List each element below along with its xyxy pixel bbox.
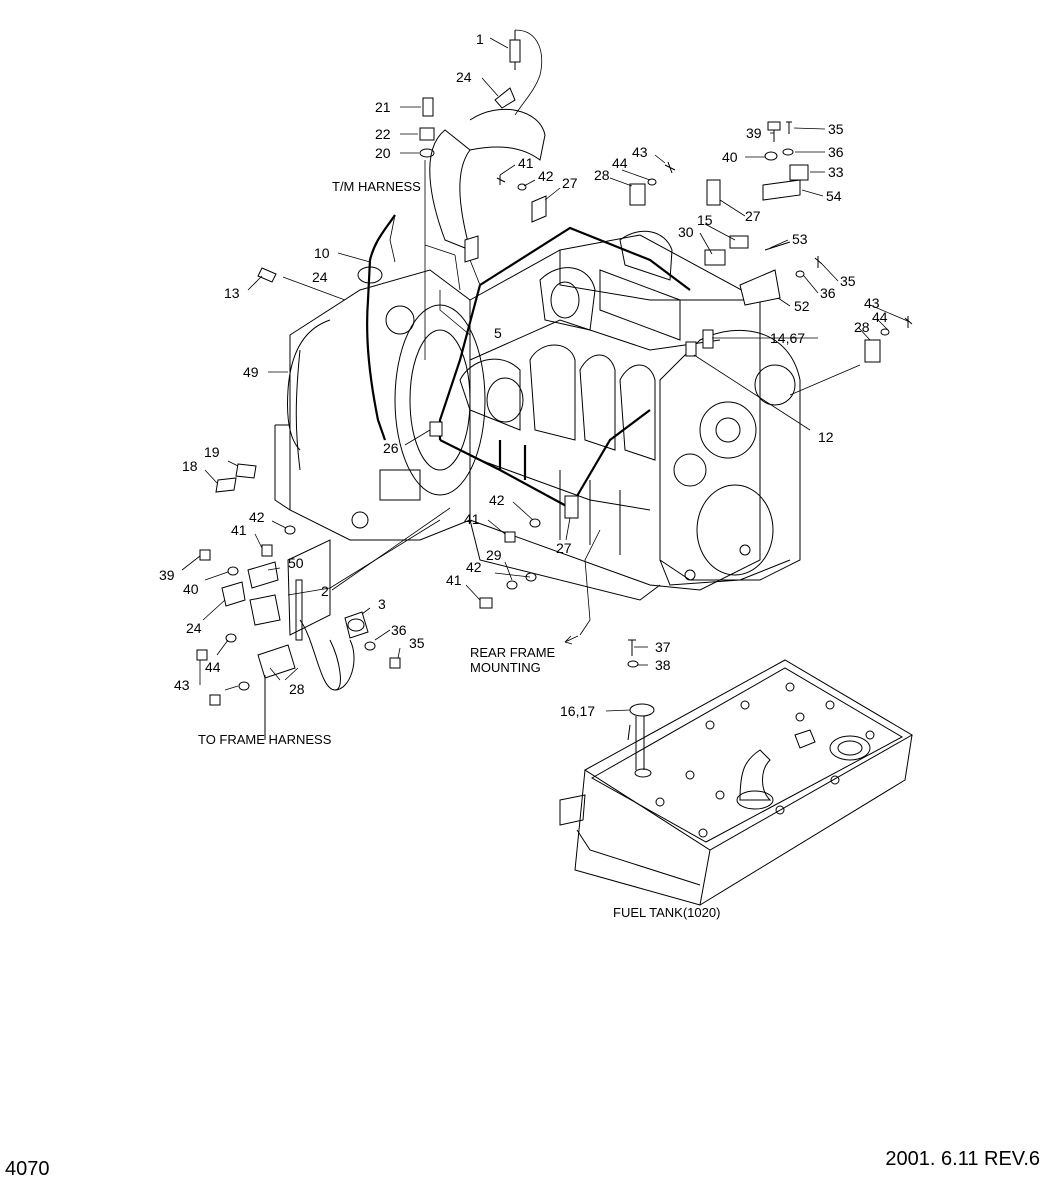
callout-label: 43	[174, 677, 190, 693]
wiring-harness	[366, 29, 691, 509]
callout-label: 28	[854, 319, 870, 335]
callout-label: 28	[594, 167, 610, 183]
callout-label: 41	[464, 511, 480, 527]
callout-label: 42	[538, 168, 554, 184]
callout-label: 49	[243, 364, 259, 380]
callout-label: 44	[612, 155, 628, 171]
leader-lines	[181, 37, 911, 712]
callout-label: 44	[205, 659, 221, 675]
callout-label: 40	[722, 149, 738, 165]
callout-label: 27	[556, 540, 572, 556]
callout-label: 19	[204, 444, 220, 460]
callout-label: 30	[678, 224, 694, 240]
callout-label: 29	[486, 547, 502, 563]
tm-harness-note: T/M HARNESS	[332, 179, 421, 194]
small-parts	[196, 30, 913, 770]
callout-label: 43	[864, 295, 880, 311]
callout-label: 42	[466, 559, 482, 575]
callout-label: 52	[794, 298, 810, 314]
callout-label: 35	[840, 273, 856, 289]
callout-label: 3	[378, 596, 386, 612]
callout-label: 12	[818, 429, 834, 445]
callout-label: 54	[826, 188, 842, 204]
callout-label: 13	[224, 285, 240, 301]
callout-label: 36	[828, 144, 844, 160]
callout-label: 27	[562, 175, 578, 191]
callout-label: 41	[446, 572, 462, 588]
callout-label: 22	[375, 126, 391, 142]
callout-label: 5	[494, 325, 502, 341]
callout-label: 36	[391, 622, 407, 638]
callout-label: 24	[312, 269, 328, 285]
callout-label: 42	[249, 509, 265, 525]
page-footer: 4070 2001. 6.11 REV.6	[5, 1148, 1040, 1180]
rear-frame-note-line2: MOUNTING	[470, 660, 541, 675]
callout-label: 50	[288, 555, 304, 571]
diagram-notes: T/M HARNESS REAR FRAME MOUNTING TO FRAME…	[198, 179, 720, 920]
callout-label: 36	[820, 285, 836, 301]
callout-label: 35	[409, 635, 425, 651]
callout-label: 39	[746, 125, 762, 141]
callout-label: 44	[872, 309, 888, 325]
callout-label: 27	[745, 208, 761, 224]
callout-label: 18	[182, 458, 198, 474]
callout-label: 39	[159, 567, 175, 583]
callout-label: 1	[476, 31, 484, 47]
callout-label: 37	[655, 639, 671, 655]
callout-label: 41	[231, 522, 247, 538]
callout-label: 21	[375, 99, 391, 115]
callout-label: 20	[375, 145, 391, 161]
callout-label: 35	[828, 121, 844, 137]
callout-label: 38	[655, 657, 671, 673]
rear-frame-note: REAR FRAME	[470, 645, 556, 660]
callout-label: 33	[828, 164, 844, 180]
to-frame-harness-note: TO FRAME HARNESS	[198, 732, 332, 747]
fuel-tank-drawing	[559, 659, 913, 906]
callout-label: 24	[456, 69, 472, 85]
callout-label: 15	[697, 212, 713, 228]
callout-label: 24	[186, 620, 202, 636]
fuel-tank-note: FUEL TANK(1020)	[613, 905, 720, 920]
callout-label: 2	[321, 583, 329, 599]
callout-labels: 1 24 21 22 20 41 42 27 44 43 28 27 39 35…	[159, 31, 888, 719]
callout-label: 53	[792, 231, 808, 247]
callout-label: 43	[632, 144, 648, 160]
callout-label: 14,67	[770, 330, 805, 346]
callout-label: 40	[183, 581, 199, 597]
engine-assembly-drawing	[274, 108, 801, 636]
callout-label: 41	[518, 155, 534, 171]
callout-label: 26	[383, 440, 399, 456]
revision-date: 2001. 6.11 REV.6	[885, 1148, 1040, 1170]
callout-label: 16,17	[560, 703, 595, 719]
callout-label: 28	[289, 681, 305, 697]
callout-label: 10	[314, 245, 330, 261]
callout-label: 42	[489, 492, 505, 508]
page-number: 4070	[5, 1158, 50, 1180]
